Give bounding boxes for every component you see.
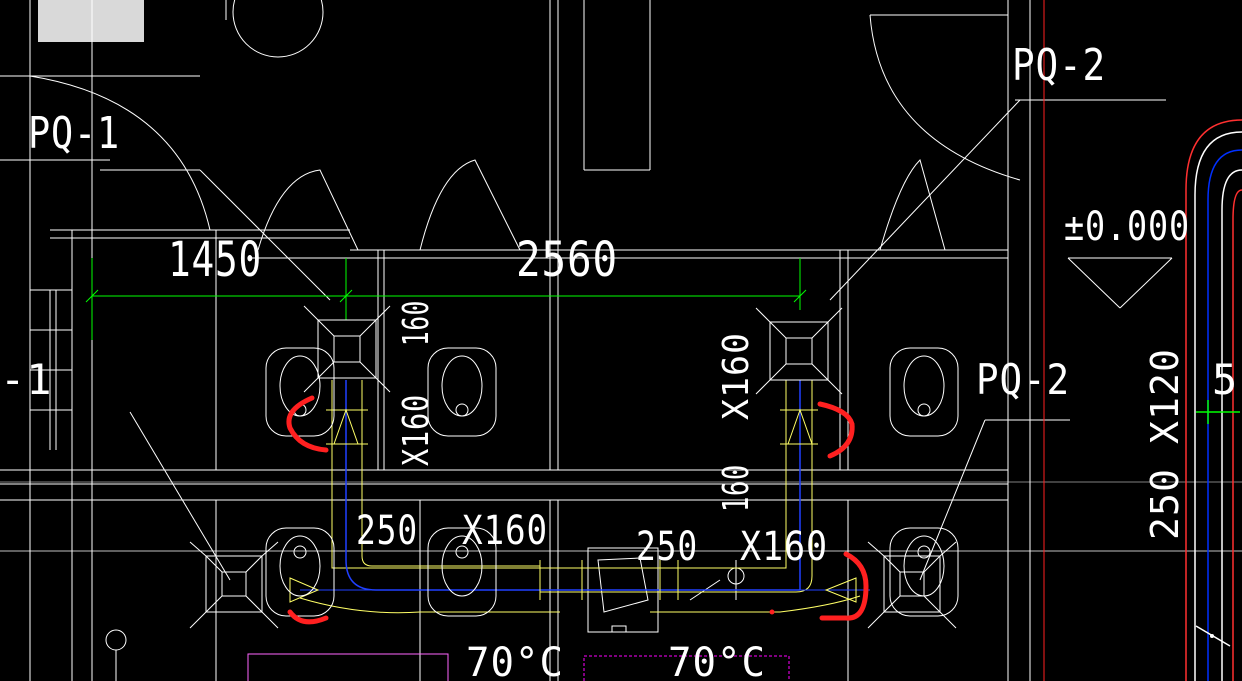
pq2-top-label: PQ-2 [1012,40,1106,91]
toilet-fixture [265,527,335,617]
duct-size-vertical-3: X160 [716,332,757,420]
toilet-fixture [265,347,335,437]
exhaust-duct-system [289,380,870,615]
exhaust-fan-left-top [303,305,391,393]
edge-left-label: -1 [0,355,53,404]
dimension-1450: 1450 [168,232,262,288]
fire-damper-temp-2: 70°C [668,640,766,681]
toilet-fixture [889,347,959,437]
edge-right-label: 5 [1212,355,1238,404]
exhaust-fan-left-bottom [189,541,279,629]
dimension-2560: 2560 [516,232,618,288]
elevation-label: ±0.000 [1064,204,1190,250]
duct-size-horizontal-1b: X160 [462,508,548,554]
toilet-fixture [427,347,497,437]
duct-size-vertical-2: X160 [396,394,437,466]
toilet-fixture [889,527,959,617]
duct-size-right-riser: 250 X120 [1143,348,1187,540]
duct-size-vertical-4: 160 [716,464,757,512]
pq2-mid-label: PQ-2 [976,355,1070,404]
duct-size-horizontal-2a: 250 [636,524,698,570]
red-markup-annotations [286,395,869,625]
toilet-fixtures [265,347,959,617]
right-pipe-bends [1185,119,1242,681]
toilet-fixture [427,527,497,617]
exhaust-fan-right-top [755,307,843,395]
duct-size-horizontal-1a: 250 [356,508,418,554]
duct-size-horizontal-2b: X160 [740,524,828,570]
dimension-line [85,258,807,340]
duct-size-vertical-1: 160 [396,300,437,346]
drawing-labels: PQ-1 PQ-2 PQ-2 -1 5 1450 2560 ±0.000 160… [0,40,1238,681]
title-block [38,0,144,42]
pq1-label: PQ-1 [28,108,120,159]
fire-damper-temp-1: 70°C [466,640,564,681]
